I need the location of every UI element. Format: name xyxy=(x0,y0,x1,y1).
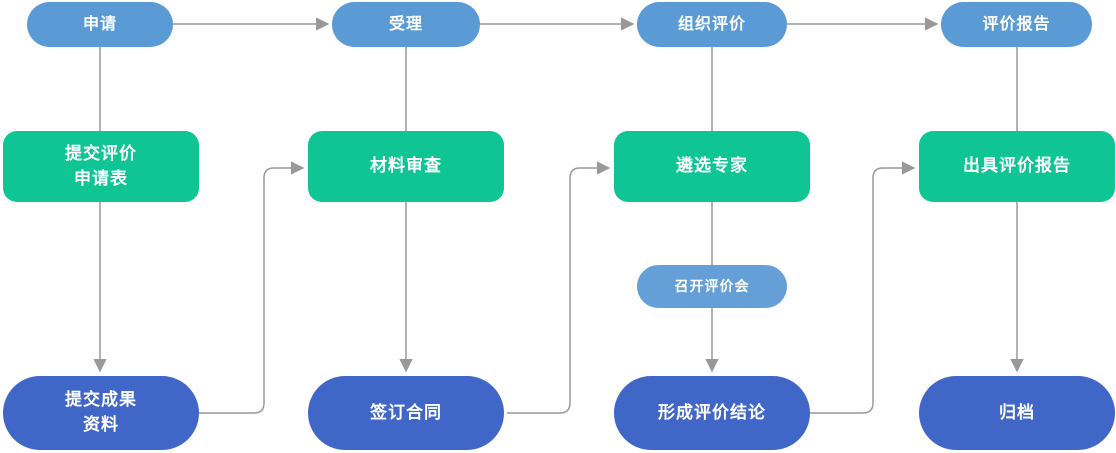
step-node-submit-application-form: 提交评价 申请表 xyxy=(3,131,199,202)
stage-node-organize-evaluation: 组织评价 xyxy=(637,2,787,47)
connector-conclusion-issue xyxy=(810,161,916,414)
stage-node-apply: 申请 xyxy=(27,2,173,47)
connector-materials-material xyxy=(199,161,305,414)
output-node-form-evaluation-conclusion: 形成评价结论 xyxy=(614,376,810,450)
stage-node-evaluation-report: 评价报告 xyxy=(941,2,1092,47)
step-node-material-review: 材料审查 xyxy=(308,131,504,202)
connector-contract-experts xyxy=(507,161,611,414)
stage-node-accept: 受理 xyxy=(332,2,480,47)
output-node-submit-result-materials: 提交成果 资料 xyxy=(3,376,199,450)
step-node-issue-evaluation-report: 出具评价报告 xyxy=(919,131,1115,202)
step-node-select-experts: 遴选专家 xyxy=(614,131,810,202)
substep-node-hold-evaluation-meeting: 召开评价会 xyxy=(637,265,787,308)
output-node-sign-contract: 签订合同 xyxy=(308,376,504,450)
output-node-archive: 归档 xyxy=(919,376,1115,450)
